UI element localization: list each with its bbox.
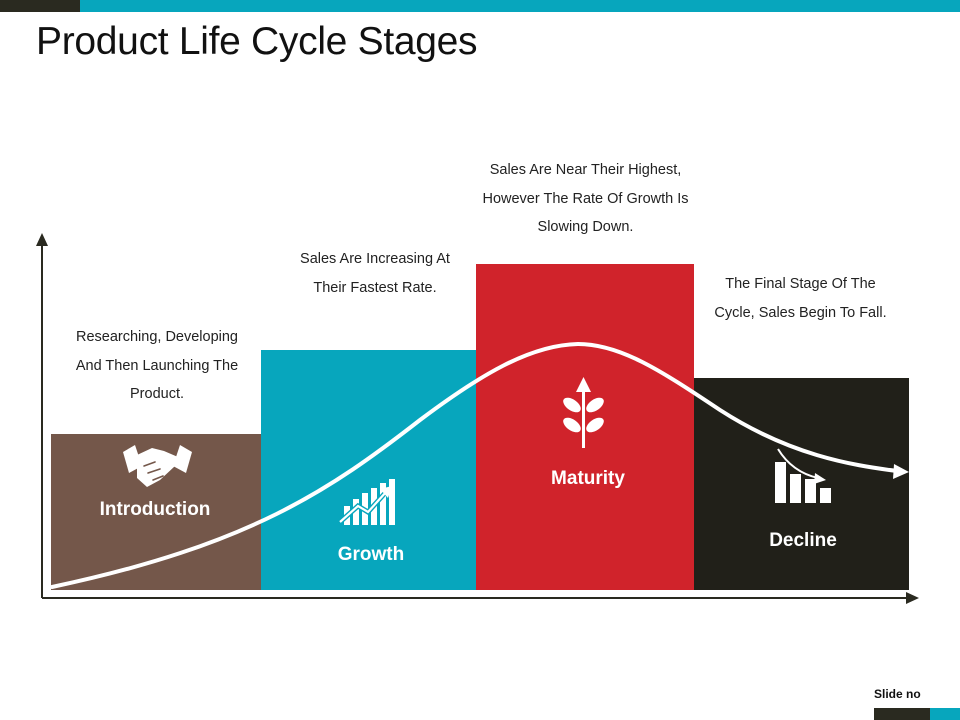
stage-label-maturity: Maturity: [551, 468, 625, 489]
y-axis-arrowhead: [36, 233, 48, 246]
x-axis-arrowhead: [906, 592, 919, 604]
stage-bar-growth: [261, 350, 476, 590]
stage-bar-decline: [694, 378, 909, 590]
stage-description-growth: Sales Are Increasing At Their Fastest Ra…: [300, 251, 450, 296]
handshake-icon: [123, 445, 192, 487]
bottom-accent-bar-dark: [874, 708, 930, 720]
declining-chart-icon: [775, 448, 831, 503]
life-cycle-curve: [50, 341, 899, 589]
stage-label-introduction: Introduction: [99, 499, 211, 520]
plant-sprout-icon: [563, 377, 604, 448]
bottom-accent-bar-teal: [930, 708, 960, 720]
top-accent-bar-teal: [80, 0, 960, 12]
slide-number-label: Slide no: [874, 687, 921, 701]
stage-description-maturity: Sales Are Near Their Highest, However Th…: [482, 162, 689, 235]
growth-chart-icon: [338, 479, 395, 525]
stage-description-decline: The Final Stage Of The Cycle, Sales Begi…: [714, 276, 887, 321]
top-accent-bar-dark: [0, 0, 80, 12]
stage-description-introduction: Researching, Developing And Then Launchi…: [75, 329, 239, 402]
curve-arrowhead: [893, 464, 909, 479]
axes: [36, 233, 919, 604]
stage-label-growth: Growth: [337, 544, 405, 565]
stage-label-decline: Decline: [769, 530, 837, 551]
page-title: Product Life Cycle Stages: [36, 20, 478, 63]
